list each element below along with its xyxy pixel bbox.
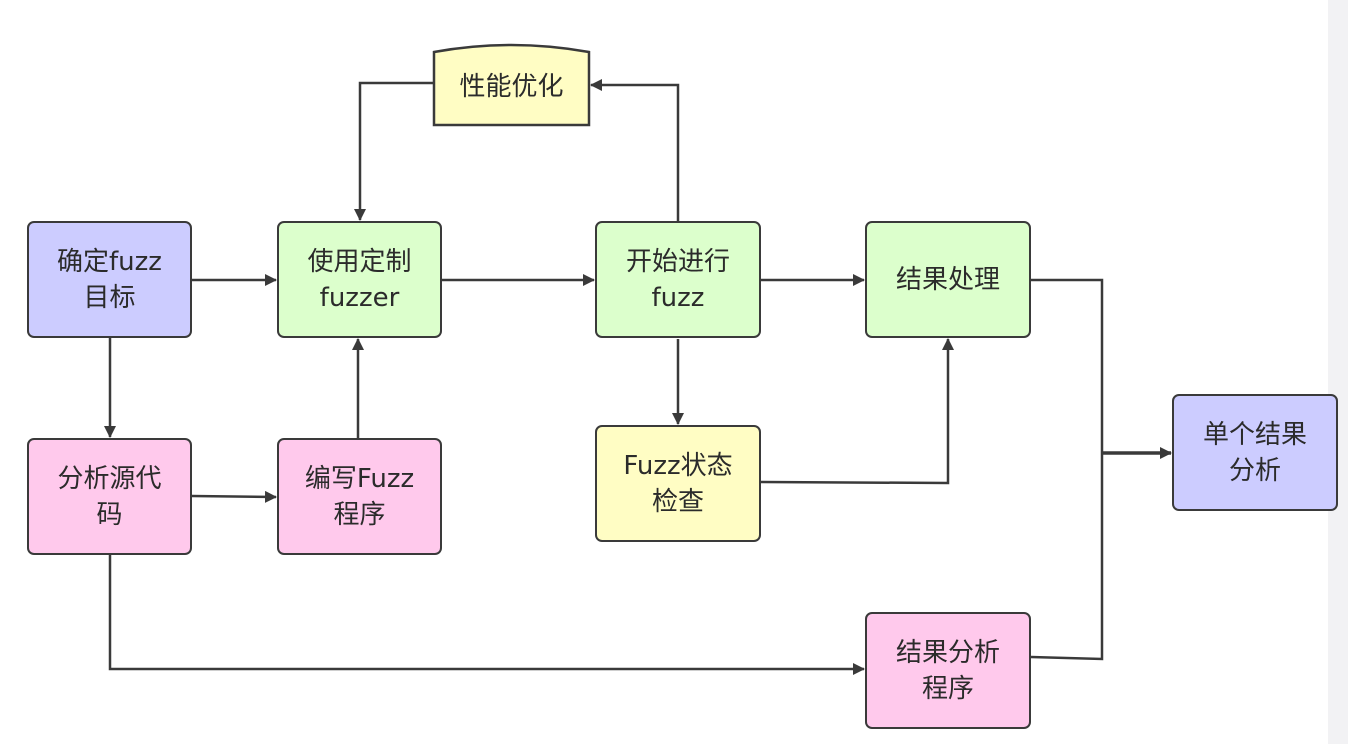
- edge-status-to-result: [760, 338, 954, 485]
- edge-perf-to-fuzzer: [354, 81, 434, 221]
- node-label: 结果处理: [895, 264, 1000, 295]
- node-label: 确定fuzz 目标: [57, 246, 162, 313]
- edge-analyze-to-resultprog: [108, 555, 865, 675]
- edge-start-to-perf: [590, 79, 680, 221]
- node-start-fuzz: 开始进行 fuzz: [595, 221, 761, 338]
- node-determine-target: 确定fuzz 目标: [27, 221, 192, 338]
- node-label: 性能优化: [459, 72, 564, 102]
- edge-resultprog-to-merge: [1030, 453, 1104, 661]
- node-result-processing: 结果处理: [865, 221, 1031, 338]
- perf-opt-shape: [432, 43, 591, 127]
- side-scroll-strip: [1328, 0, 1348, 744]
- node-label: 编写Fuzz 程序: [304, 463, 415, 530]
- edge-result-to-merge: [1031, 278, 1104, 453]
- node-single-result-analysis: 单个结果 分析: [1172, 394, 1338, 511]
- node-label: 分析源代 码: [57, 463, 162, 530]
- node-label: 使用定制 fuzzer: [307, 246, 412, 313]
- node-custom-fuzzer: 使用定制 fuzzer: [277, 221, 442, 338]
- node-write-fuzz-program: 编写Fuzz 程序: [277, 438, 442, 555]
- node-analyze-source: 分析源代 码: [27, 438, 192, 555]
- node-fuzz-status-check: Fuzz状态 检查: [595, 425, 761, 542]
- node-label: Fuzz状态 检查: [623, 450, 733, 517]
- node-label: 单个结果 分析: [1202, 419, 1307, 486]
- edge-analyze-to-write: [191, 490, 277, 503]
- node-label: 结果分析 程序: [895, 637, 1000, 704]
- node-performance-optimization: 性能优化: [434, 48, 589, 126]
- node-label: 开始进行 fuzz: [625, 246, 730, 313]
- node-result-analysis-program: 结果分析 程序: [865, 612, 1031, 729]
